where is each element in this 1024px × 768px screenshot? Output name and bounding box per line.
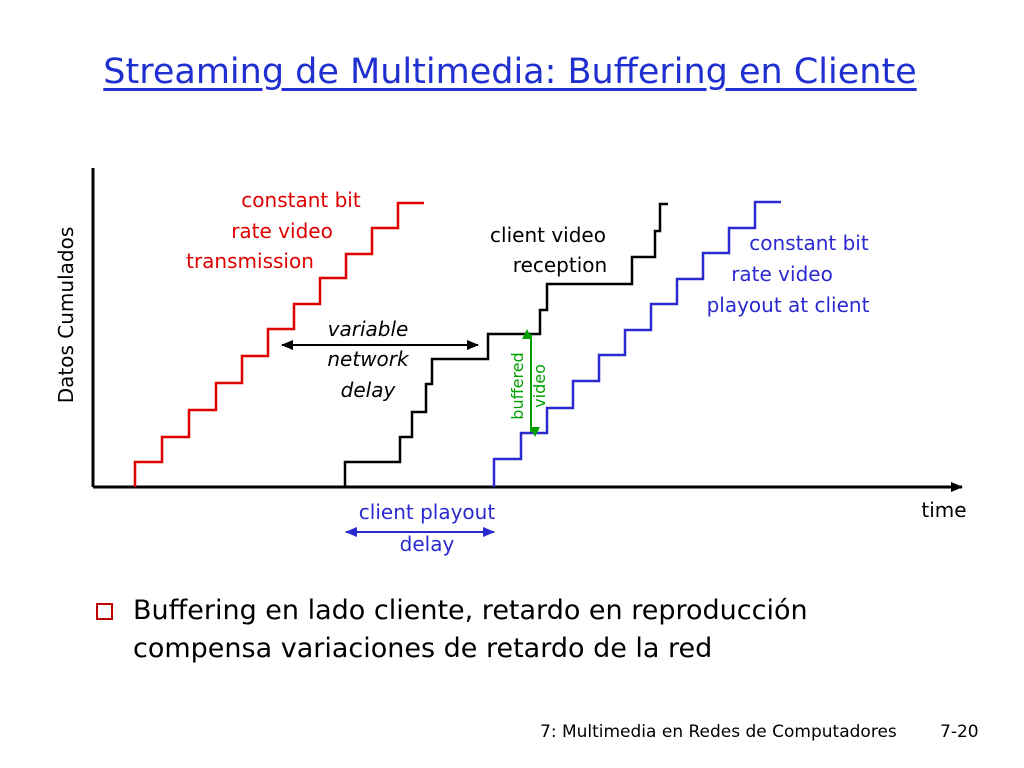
bullet-item: Buffering en lado cliente, retardo en re… (96, 592, 996, 668)
buffered-label-line-2: video (530, 364, 549, 408)
x-axis-label: time (921, 498, 966, 522)
slide-title: Streaming de Multimedia: Buffering en Cl… (103, 52, 917, 92)
bullet-text-line-2: compensa variaciones de retardo de la re… (133, 633, 713, 664)
footer-chapter: 7: Multimedia en Redes de Computadores (540, 722, 897, 742)
buffered-label-line-1: buffered (508, 352, 527, 419)
bullet-text: Buffering en lado cliente, retardo en re… (133, 592, 808, 668)
transmission-label-line-1: constant bit (241, 188, 361, 212)
reception-staircase (343, 202, 668, 487)
transmission-label-line-3: transmission (186, 249, 314, 273)
network-delay-label-line-2: network (327, 347, 410, 371)
reception-label-line-1: client video (490, 223, 606, 247)
transmission-label-line-2: rate video (231, 219, 333, 243)
y-axis-label: Datos Cumulados (54, 227, 78, 403)
bullet-text-line-1: Buffering en lado cliente, retardo en re… (133, 595, 808, 626)
square-bullet-icon (96, 603, 113, 620)
network-delay-label-line-3: delay (341, 378, 397, 402)
playout-label-line-1: constant bit (749, 231, 869, 255)
reception-label-line-2: reception (513, 253, 607, 277)
playout-delay-label-line-2: delay (400, 532, 455, 556)
playout-label-line-2: rate video (731, 262, 833, 286)
transmission-staircase (133, 201, 424, 487)
playout-label-line-3: playout at client (707, 293, 870, 317)
playout-delay-label-line-1: client playout (359, 500, 496, 524)
footer-page-number: 7-20 (940, 722, 979, 742)
network-delay-label-line-1: variable (328, 317, 409, 341)
